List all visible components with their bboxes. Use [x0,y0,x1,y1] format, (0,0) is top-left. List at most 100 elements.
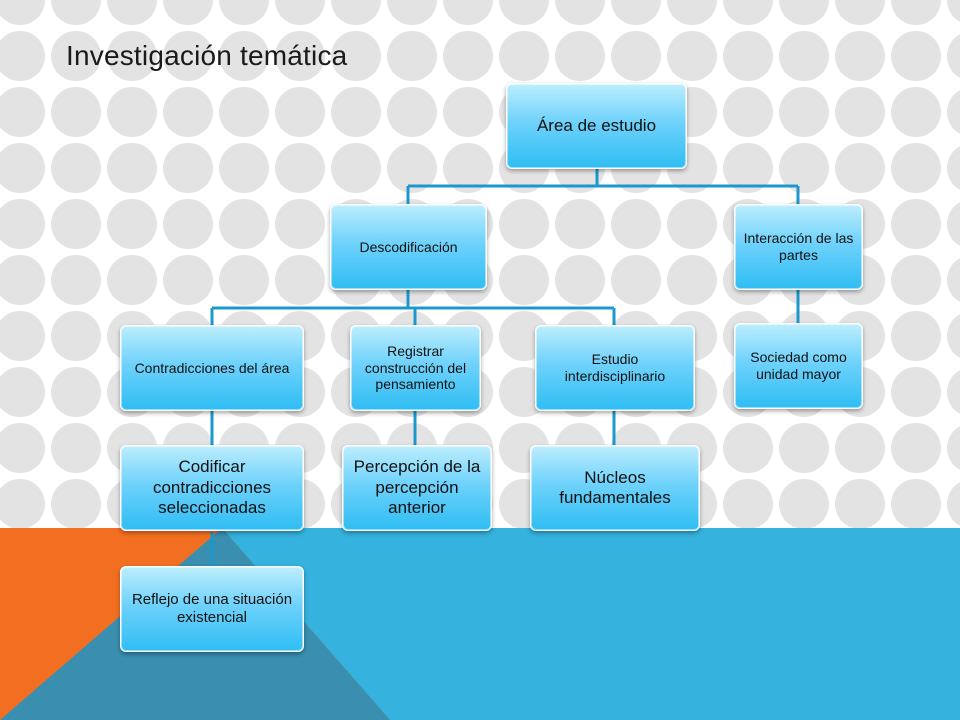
background-dot [0,255,45,305]
background-dot [723,87,773,137]
node-estudio-interdisciplinario: Estudio interdisciplinario [535,325,695,411]
background-dot [499,255,549,305]
background-dot [947,0,960,22]
background-dot [443,31,493,81]
background-dot [667,31,717,81]
background-dot [779,479,829,529]
background-dot [275,255,325,305]
node-reflejo-situacion-existencial: Reflejo de una situación existencial [120,566,304,652]
background-dot [891,367,941,417]
background-dot [947,426,960,470]
blue-band [222,528,960,720]
background-dot [555,199,605,249]
background-dot [331,87,381,137]
background-dot [891,311,941,361]
background-dot [331,143,381,193]
node-sociedad-como-unidad-mayor: Sociedad como unidad mayor [734,323,863,409]
background-dot [723,31,773,81]
background-dot [163,87,213,137]
background-dot [835,87,885,137]
background-dot [723,423,773,473]
background-dot [275,199,325,249]
background-dot [891,255,941,305]
background-dot [947,146,960,190]
background-dot [387,87,437,137]
background-dot [219,143,269,193]
background-dot [499,31,549,81]
background-dot [947,34,960,78]
background-dot [835,479,885,529]
background-dot [779,87,829,137]
background-dot [331,0,381,25]
background-dot [51,479,101,529]
background-dot [219,199,269,249]
background-dot [0,87,45,137]
background-dot [835,143,885,193]
background-dot [891,31,941,81]
background-dot [835,31,885,81]
slide-title: Investigación temática [66,40,348,71]
background-dot [0,199,45,249]
background-dot [611,31,661,81]
background-dot [779,31,829,81]
node-area-de-estudio: Área de estudio [506,83,687,169]
background-dot [891,0,941,25]
background-dot [51,311,101,361]
background-dot [107,199,157,249]
background-dot [219,87,269,137]
background-dot [611,255,661,305]
background-dot [723,479,773,529]
background-dot [891,423,941,473]
background-dot [219,0,269,25]
background-dot [275,143,325,193]
node-registrar-construccion: Registrar construcción del pensamiento [350,325,481,411]
background-dot [723,143,773,193]
background-dot [555,31,605,81]
background-dot [891,199,941,249]
node-interaccion-de-las-partes: Interacción de las partes [734,204,863,290]
background-dot [611,0,661,25]
background-dot [667,199,717,249]
background-dot [835,423,885,473]
background-dot [219,255,269,305]
background-dot [163,255,213,305]
background-dot [107,87,157,137]
background-dot [107,143,157,193]
background-dot [835,0,885,25]
background-dot [275,31,325,81]
background-dot [667,255,717,305]
background-dot [275,87,325,137]
background-dot [163,31,213,81]
background-dot [275,0,325,25]
background-dot [387,0,437,25]
background-dot [779,423,829,473]
background-dot [947,370,960,414]
background-dot [0,0,45,25]
background-dot [555,0,605,25]
background-dot [107,31,157,81]
background-dot [219,31,269,81]
background-dot [0,479,45,529]
node-codificar-contradicciones: Codificar contradicciones seleccionadas [120,445,304,531]
background-dot [51,0,101,25]
node-nucleos-fundamentales: Núcleos fundamentales [530,445,700,531]
background-dot [891,143,941,193]
node-contradicciones-del-area: Contradicciones del área [120,325,304,411]
background-dot [331,31,381,81]
background-dot [667,0,717,25]
background-dot [0,143,45,193]
background-dot [387,143,437,193]
background-dot [947,258,960,302]
connector-descodificacion [210,290,616,325]
background-dot [387,31,437,81]
background-dot [51,87,101,137]
background-dot [163,0,213,25]
background-dot [163,199,213,249]
background-dot [107,255,157,305]
background-dot [947,90,960,134]
background-dot [0,31,45,81]
background-dot [443,0,493,25]
background-dot [779,0,829,25]
connector-root [406,168,800,204]
background-dot [163,143,213,193]
